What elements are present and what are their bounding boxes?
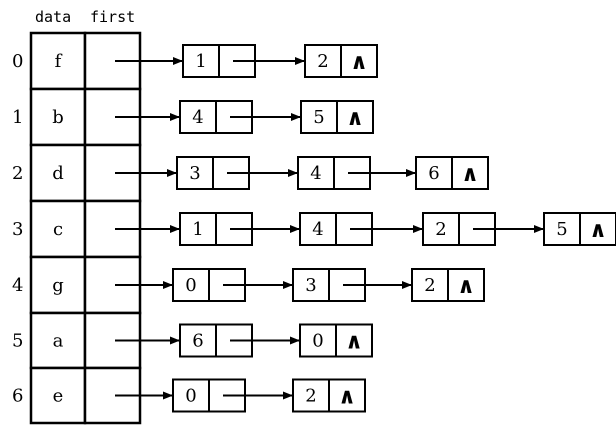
vertex-label: b [52,107,64,128]
adjvex-label: 0 [185,386,196,407]
adjvex-label: 2 [424,275,435,296]
edge-node: 5∧ [300,100,374,134]
data-cell [29,143,87,203]
edge-node: 3 [176,156,298,190]
edge-node: 6∧ [415,156,489,190]
adjvex-label: 1 [195,51,206,72]
edge-node: 6 [179,323,300,358]
edge-node: 1 [182,44,305,78]
edge-node: 2 [422,212,544,246]
row-index: 4 [12,275,23,296]
row-index: 2 [12,163,23,184]
edge-node: 0∧ [299,323,373,358]
adjvex-label: 0 [312,331,323,352]
vertex-label: g [52,275,64,296]
null-symbol: ∧ [461,162,479,187]
adjvex-label: 3 [189,163,200,184]
data-cell [29,366,87,425]
null-symbol: ∧ [346,106,364,131]
data-cell [29,199,87,259]
null-symbol: ∧ [338,385,356,410]
adjvex-label: 5 [556,219,567,240]
adjvex-label: 2 [435,219,446,240]
vertex-label: e [53,386,64,407]
edge-node: 0 [172,378,293,413]
edge-node: 1 [179,212,300,246]
adjvex-label: 3 [305,275,316,296]
adjvex-label: 6 [428,163,439,184]
row-index: 5 [12,331,23,352]
vertex-label: d [52,163,64,184]
adjvex-label: 1 [192,219,203,240]
data-cell [29,311,87,370]
vertex-label: f [55,51,63,72]
edge-node: 4 [299,212,423,246]
adjvex-label: 4 [310,163,321,184]
edge-node: 0 [172,268,293,302]
row-index: 0 [12,51,23,72]
header-data: data [35,8,71,26]
adjvex-label: 2 [305,386,316,407]
edge-node: 3 [292,268,412,302]
row-index: 6 [12,386,23,407]
null-symbol: ∧ [457,274,475,299]
row-index: 1 [12,107,23,128]
edge-node: 5∧ [543,212,616,246]
edge-node: 2∧ [304,44,378,78]
null-symbol: ∧ [350,50,368,75]
adjvex-label: 4 [312,219,323,240]
adjvex-label: 5 [313,107,324,128]
null-symbol: ∧ [589,218,607,243]
vertex-label: c [53,219,63,240]
null-symbol: ∧ [345,330,363,355]
row-index: 3 [12,219,23,240]
edge-node: 4 [179,100,301,134]
edge-node: 2∧ [292,378,366,413]
adjvex-label: 4 [192,107,203,128]
header-first: first [90,8,135,26]
adjvex-label: 6 [192,331,203,352]
edge-node: 4 [297,156,416,190]
vertex-label: a [53,331,64,352]
adjvex-label: 0 [185,275,196,296]
adjvex-label: 2 [317,51,328,72]
edge-node: 2∧ [411,268,485,302]
